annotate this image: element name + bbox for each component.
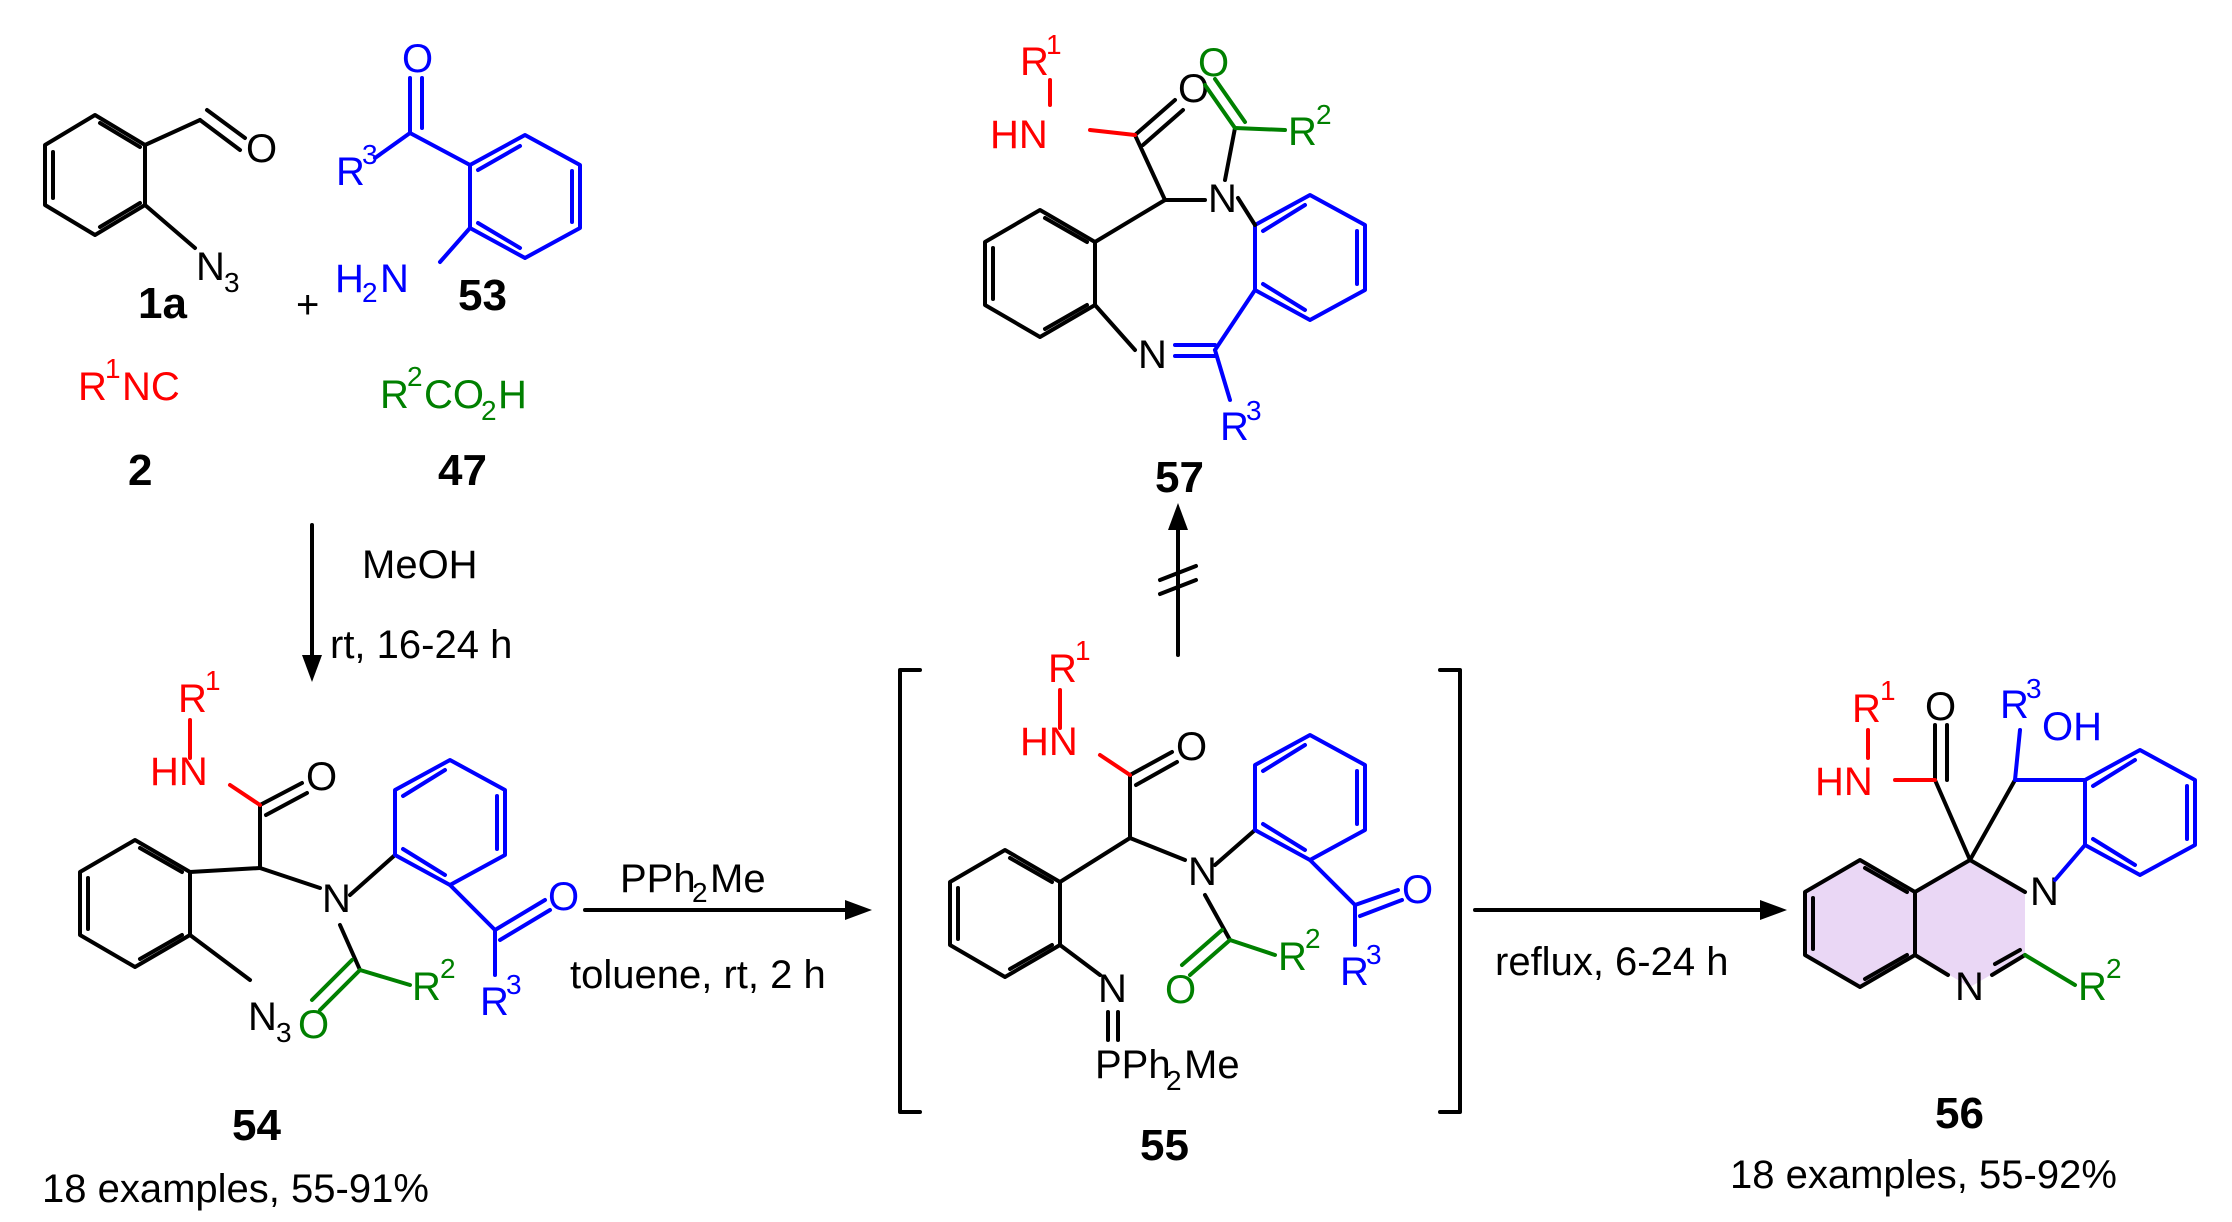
- compound-53-structure: O R 3 H 2 N: [335, 37, 582, 308]
- r3-superscript-54: 3: [506, 969, 522, 1000]
- intermediate-brackets: [898, 668, 1462, 1114]
- imine-n-56: N: [1955, 965, 1984, 1009]
- amide-oxygen-56: O: [1925, 685, 1956, 729]
- r3-group-54: R: [480, 980, 509, 1024]
- azide-n-54: N: [248, 995, 277, 1039]
- amide-oxygen: O: [306, 755, 337, 799]
- r1-superscript-57: 1: [1046, 29, 1062, 60]
- r3-superscript-55: 3: [1366, 939, 1382, 970]
- acid-co: CO: [424, 373, 484, 417]
- acid-r: R: [380, 373, 409, 417]
- amide-oxygen-55: O: [1176, 725, 1207, 769]
- r1-group-57: R: [1020, 40, 1049, 84]
- arrow-step-3: [1473, 900, 1787, 920]
- amide-nh-56: HN: [1815, 760, 1873, 804]
- r1-superscript: 1: [205, 665, 221, 696]
- compound-label-57: 57: [1155, 453, 1204, 502]
- acid-h: H: [498, 373, 527, 417]
- r2-group-57: R: [1288, 110, 1317, 154]
- aldehyde-oxygen: O: [246, 127, 277, 171]
- blocked-arrow-to-57: [1158, 503, 1198, 657]
- ketone-oxygen-55: O: [1402, 868, 1433, 912]
- r2-group-56: R: [2078, 965, 2107, 1009]
- r1-group-55: R: [1048, 647, 1077, 691]
- r2-group-55: R: [1278, 935, 1307, 979]
- hydroxyl-56: OH: [2042, 705, 2102, 749]
- ketone-oxygen-54: O: [548, 875, 579, 919]
- reagent-phosphine-b: Me: [710, 857, 766, 901]
- tertiary-n-55: N: [1188, 850, 1217, 894]
- r2-superscript-54: 2: [440, 953, 456, 984]
- amide-oxygen-green: O: [298, 1003, 329, 1047]
- amide-n-57: N: [1208, 177, 1237, 221]
- compound-57-structure: N R 3 N O HN R 1 O R 2: [983, 29, 1367, 449]
- acid-superscript: 2: [407, 361, 423, 392]
- r1-group-56: R: [1852, 687, 1881, 731]
- r2-superscript-57: 2: [1316, 99, 1332, 130]
- r2-superscript-56: 2: [2106, 953, 2122, 984]
- compound-label-53: 53: [458, 271, 507, 320]
- condition-solvent: MeOH: [362, 543, 478, 587]
- compound-label-56: 56: [1935, 1089, 1984, 1138]
- yield-54: 18 examples, 55-91%: [42, 1167, 429, 1211]
- r2-superscript-55: 2: [1305, 923, 1321, 954]
- r3-superscript-57: 3: [1246, 395, 1262, 426]
- r3-superscript-56: 3: [2026, 673, 2042, 704]
- phosphorane-b: Me: [1184, 1043, 1240, 1087]
- iminophosphorane-n: N: [1098, 967, 1127, 1011]
- amide-nh-57: HN: [990, 113, 1048, 157]
- isocyanide-nc: NC: [122, 365, 180, 409]
- condition-step2: toluene, rt, 2 h: [570, 953, 826, 997]
- tertiary-n: N: [322, 877, 351, 921]
- ketone-oxygen: O: [402, 37, 433, 81]
- acid-subscript: 2: [481, 395, 497, 426]
- compound-label-55: 55: [1140, 1121, 1189, 1170]
- azide-n: N: [196, 245, 225, 289]
- condition-time: rt, 16-24 h: [330, 623, 512, 667]
- amide-nh: HN: [150, 750, 208, 794]
- amine-n: N: [380, 257, 409, 301]
- imine-n-57: N: [1138, 333, 1167, 377]
- compound-label-54: 54: [232, 1101, 281, 1150]
- compound-label-2: 2: [128, 446, 152, 495]
- phosphorane-a: PPh: [1095, 1043, 1171, 1087]
- condition-step3: reflux, 6-24 h: [1495, 940, 1728, 984]
- isocyanide-superscript: 1: [105, 353, 121, 384]
- r3-group-55: R: [1340, 950, 1369, 994]
- reagent-subscript: 2: [692, 877, 708, 908]
- compound-label-47: 47: [438, 446, 487, 495]
- compound-1a-structure: O N 3: [43, 108, 277, 298]
- compound-54-structure: O HN R 1 N O R 3 O R 2 N 3: [78, 665, 579, 1048]
- yield-56: 18 examples, 55-92%: [1730, 1153, 2117, 1197]
- r3-group-56: R: [2000, 683, 2029, 727]
- r1-group: R: [178, 677, 207, 721]
- r3-group: R: [336, 150, 365, 194]
- azide-subscript: 3: [224, 267, 240, 298]
- amide-nh-55: HN: [1020, 720, 1078, 764]
- r3-superscript: 3: [362, 139, 378, 170]
- reagent-phosphine-a: PPh: [620, 857, 696, 901]
- arrow-step-2: [583, 900, 872, 920]
- r3-group-57: R: [1220, 405, 1249, 449]
- acyl-oxygen-57: O: [1198, 41, 1229, 85]
- compound-55-structure: O HN R 1 N O R 3 O R 2 N PPh 2 Me: [948, 635, 1433, 1096]
- amide-oxygen-57: O: [1178, 67, 1209, 111]
- amine-h: H: [335, 257, 364, 301]
- compound-56-structure: N N R 2 R 3 OH O HN R 1: [1803, 673, 2197, 1009]
- amide-oxygen-green-55: O: [1165, 968, 1196, 1012]
- r1-superscript-56: 1: [1880, 675, 1896, 706]
- isocyanide-r: R: [78, 365, 107, 409]
- arrow-step-1: [302, 523, 322, 682]
- compound-label-1a: 1a: [138, 279, 187, 328]
- ring-n-56: N: [2030, 870, 2059, 914]
- amine-subscript: 2: [362, 277, 378, 308]
- r2-group-54: R: [412, 965, 441, 1009]
- r1-superscript-55: 1: [1075, 635, 1091, 666]
- azide-subscript-54: 3: [276, 1017, 292, 1048]
- plus-sign: +: [296, 283, 319, 327]
- phosphorane-subscript: 2: [1166, 1065, 1182, 1096]
